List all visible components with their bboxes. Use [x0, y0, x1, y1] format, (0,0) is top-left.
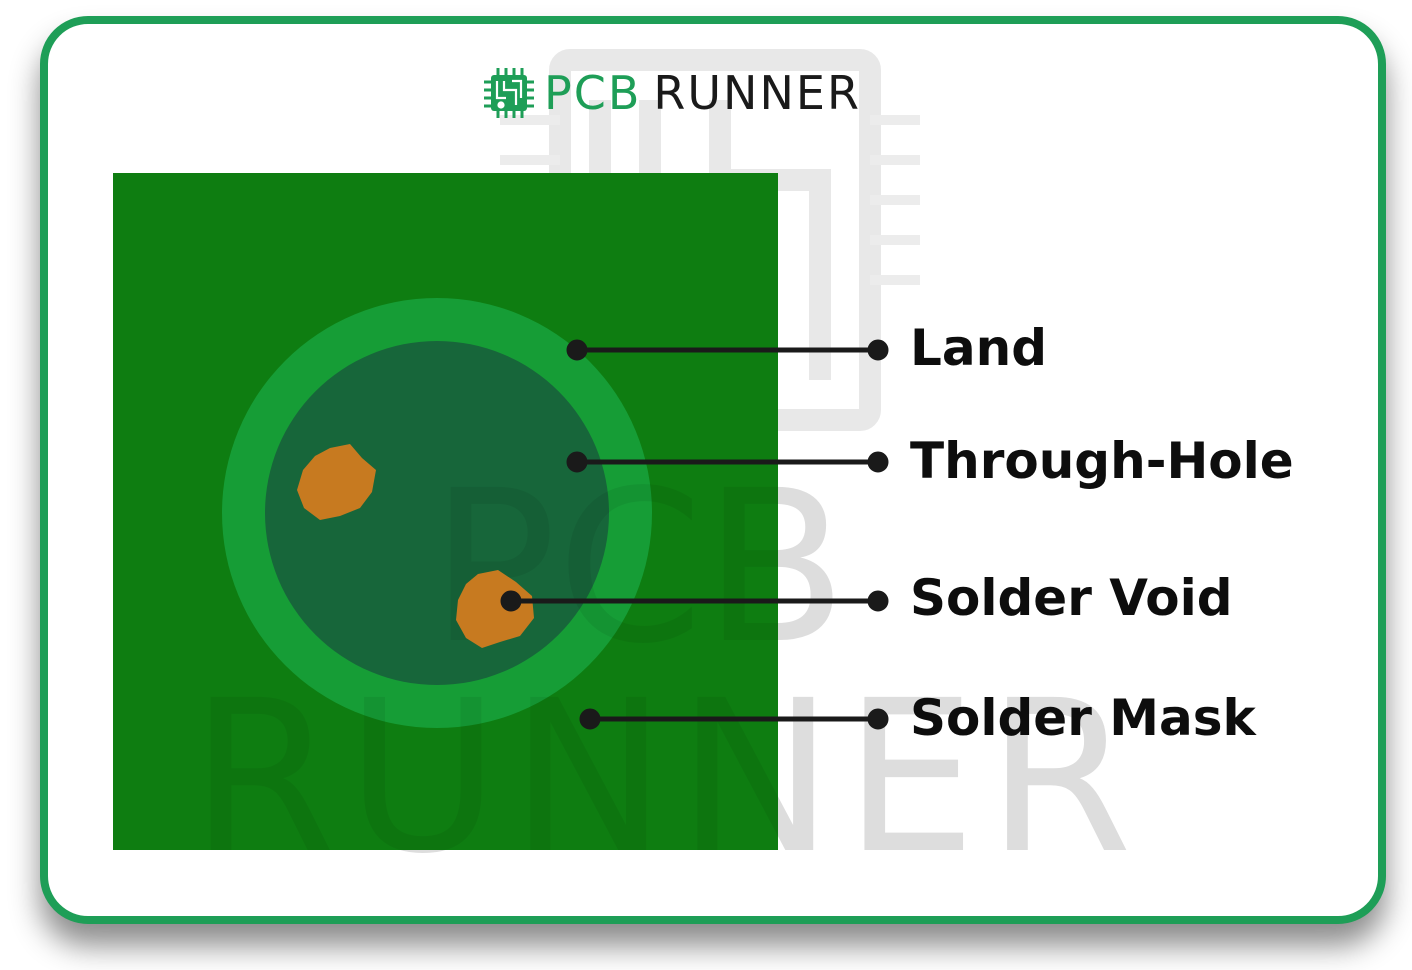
solder-void-blob-2 [456, 570, 534, 648]
label-through-hole: Through-Hole [910, 432, 1294, 490]
solder-void-blob-1 [297, 444, 376, 520]
watermark-runner-overlay: RUNNER [190, 655, 1142, 900]
leader-lines [500, 339, 889, 730]
label-solder-void: Solder Void [910, 569, 1233, 627]
circuit-chip-icon [484, 68, 534, 118]
label-land: Land [910, 319, 1047, 377]
brand-logo: PCB RUNNER [484, 66, 861, 120]
brand-name-secondary: RUNNER [653, 66, 861, 120]
label-solder-mask: Solder Mask [910, 689, 1256, 747]
brand-name-primary: PCB [544, 66, 642, 120]
watermark-pcb-overlay: PCB [430, 445, 847, 690]
